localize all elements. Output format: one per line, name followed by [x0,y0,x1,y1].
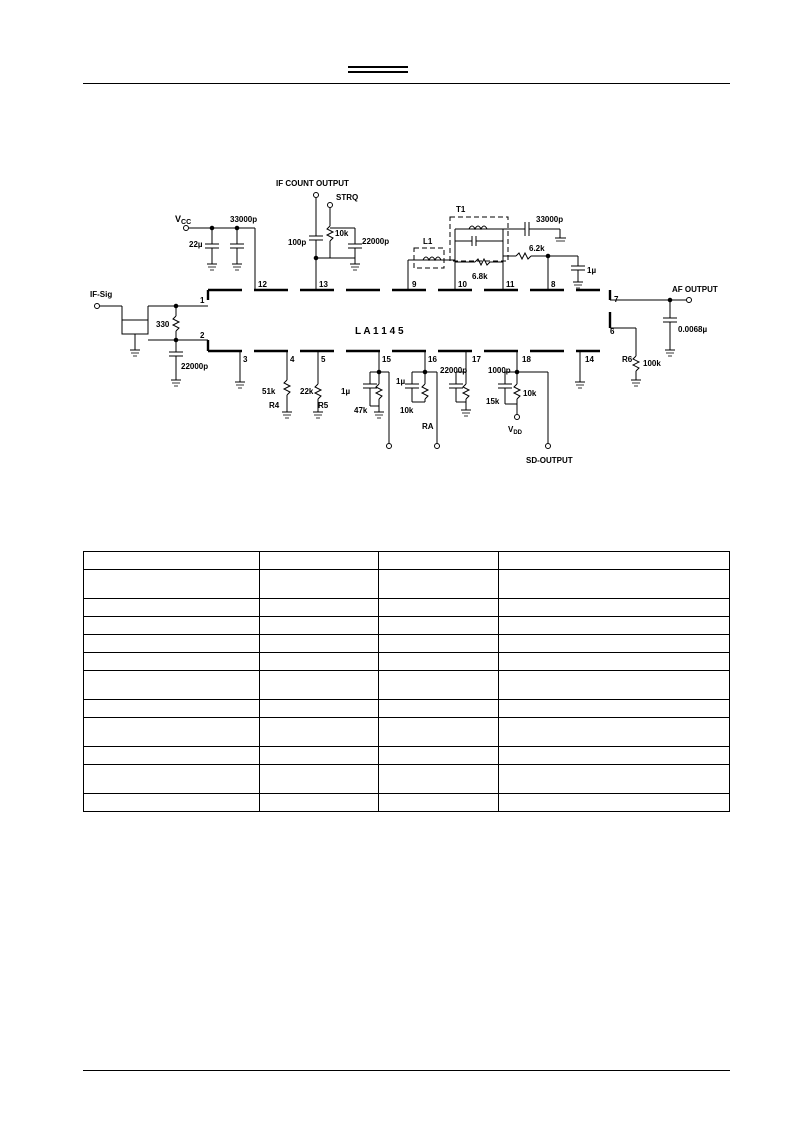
r-6-8k-label: 6.8k [472,272,488,281]
c-22000p-b-label: 22000p [181,362,208,371]
footer-rule [83,1070,730,1071]
pin-17: 17 [472,355,481,364]
header-logo-bar-bottom [348,71,408,73]
table-row [83,699,730,718]
pin-12: 12 [258,280,267,289]
c-1u-c-label: 1µ [396,377,405,386]
r-47k-label: 47k [354,406,368,415]
vdd-label: VDD [508,425,523,436]
r6-label: R6 [622,355,633,364]
sd-output-label: SD-OUTPUT [526,456,573,465]
if-sig-label: IF-Sig [90,290,112,299]
r-10k-c-label: 10k [523,389,537,398]
ic-outline [208,288,600,353]
r-100k-label: 100k [643,359,661,368]
af-output-label: AF OUTPUT [672,285,718,294]
table-row [83,717,730,747]
r-22k-label: 22k [300,387,314,396]
af-output-section [610,297,692,381]
c-22u-label: 22µ [189,240,203,249]
if-count-output-label: IF COUNT OUTPUT [276,179,349,188]
c-33000p-b-label: 33000p [536,215,563,224]
table-row [83,793,730,812]
r5-label: R5 [318,401,329,410]
vcc-section [183,225,255,265]
bottom-components [235,368,585,449]
c-33000p-a-label: 33000p [230,215,257,224]
pin-numbers: 1 2 12 13 9 10 11 8 7 6 3 4 5 15 16 17 1… [200,280,619,364]
spec-table [83,551,730,812]
c-100p-label: 100p [288,238,306,247]
ground-symbols [131,240,674,419]
pin-14: 14 [585,355,594,364]
t1-label: T1 [456,205,466,214]
t1-l1-section [408,216,585,283]
c-0-0068u-label: 0.0068µ [678,325,707,334]
r-6-2k-label: 6.2k [529,244,545,253]
r-15k-label: 15k [486,397,500,406]
table-row [83,746,730,765]
l1-label: L1 [423,237,433,246]
pin-8: 8 [551,280,556,289]
pin-18: 18 [522,355,531,364]
header-logo-bar-top [348,66,408,68]
pin-4: 4 [290,355,295,364]
table-row [83,670,730,700]
ic-ends [206,290,612,351]
pin-11: 11 [506,280,515,289]
table-row [83,616,730,635]
c-1u-a-label: 1µ [587,266,596,275]
pin-10: 10 [458,280,467,289]
r-330-label: 330 [156,320,170,329]
c-22000p-a-label: 22000p [362,237,389,246]
pin-2: 2 [200,331,205,340]
pin-15: 15 [382,355,391,364]
r4-label: R4 [269,401,280,410]
if-count-section [309,192,362,272]
r-51k-label: 51k [262,387,276,396]
pin-9: 9 [412,280,417,289]
bottom-pin-leads [239,351,581,382]
pin-3: 3 [243,355,248,364]
vcc-label: VCC [175,214,191,226]
c-1000p-label: 1000p [488,366,511,375]
ic-name: L A 1 1 4 5 [355,326,404,337]
ra-label: RA [422,422,434,431]
pin-13: 13 [319,280,328,289]
table-row [83,764,730,794]
table-row [83,569,730,599]
c-1u-b-label: 1µ [341,387,350,396]
r-10k-a-label: 10k [335,229,349,238]
table-row [83,652,730,671]
r-10k-b-label: 10k [400,406,414,415]
top-pin-leads [254,228,549,290]
strq-label: STRQ [336,193,358,202]
pin-6: 6 [610,327,615,336]
table-row [83,634,730,653]
c-22000p-c-label: 22000p [440,366,467,375]
header-rule [83,83,730,84]
table-row [83,551,730,570]
pin-16: 16 [428,355,437,364]
if-sig-section [94,303,208,381]
table-row [83,598,730,617]
pin-1: 1 [200,296,205,305]
pin-5: 5 [321,355,326,364]
